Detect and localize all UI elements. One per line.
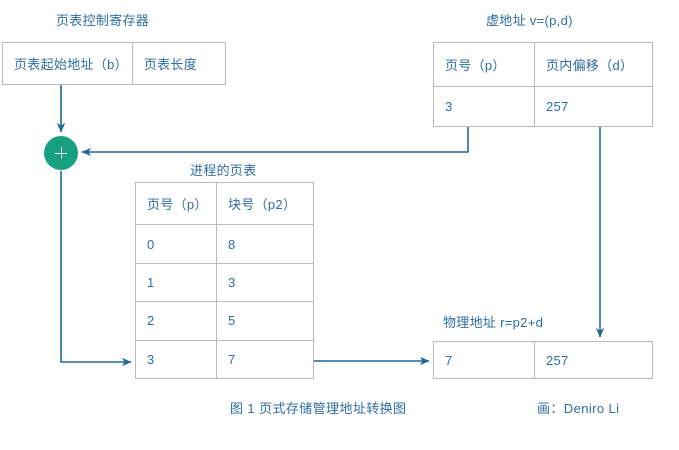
page-table-cell-p2-2: 5 (216, 302, 313, 340)
author-credit: 画：Deniro Li (537, 401, 620, 416)
table-row: 0 8 (136, 224, 313, 263)
figure-caption: 图 1 页式存储管理地址转换图 (230, 401, 407, 416)
page-table-cell-p-1: 1 (147, 275, 155, 291)
virtual-address-table: 页号（p） 页内偏移（d） 3 257 (433, 42, 653, 127)
edge-adder-to-pagetable (60, 171, 132, 367)
table-row: 3 257 (434, 86, 652, 126)
page-table-cell-p2-0: 8 (216, 225, 313, 263)
table-header-row: 页号（p） 块号（p2） (136, 183, 313, 225)
page-table-cell-p-2: 2 (147, 313, 155, 329)
page-table-cell-p-3: 3 (147, 351, 155, 367)
table-row: 3 7 (136, 339, 313, 379)
process-page-table-label: 进程的页表 (190, 163, 257, 178)
page-table-control-register-table: 页表起始地址（b） 页表长度 (2, 42, 226, 85)
page-table-cell-p-0: 0 (147, 236, 155, 252)
page-table-cell-p2-1: 3 (216, 263, 313, 302)
virtual-address-header-offset: 页内偏移（d） (534, 43, 652, 86)
virtual-address-value-offset: 257 (534, 87, 652, 126)
virtual-address-header-page-number: 页号（p） (445, 58, 506, 73)
table-row: 页号（p） 页内偏移（d） (434, 43, 652, 86)
register-start-address-cell: 页表起始地址（b） (14, 57, 128, 72)
physical-address-value-offset: 257 (534, 342, 652, 378)
table-row: 7 257 (434, 342, 652, 378)
physical-address-table: 7 257 (433, 341, 653, 379)
virtual-address-label: 虚地址 v=(p,d) (486, 13, 573, 28)
register-length-cell: 页表长度 (131, 43, 225, 84)
table-row: 1 3 (136, 262, 313, 302)
plus-icon-vertical (60, 147, 62, 159)
page-table-header-page-number: 页号（p） (147, 197, 208, 213)
table-row: 页表起始地址（b） 页表长度 (3, 43, 225, 84)
process-page-table: 页号（p） 块号（p2） 0 8 1 3 2 5 3 7 (135, 182, 314, 379)
physical-address-value-block-number: 7 (445, 352, 453, 368)
table-row: 2 5 (136, 301, 313, 340)
edge-pagenum-to-adder (81, 127, 469, 157)
virtual-address-value-page-number: 3 (445, 99, 453, 114)
physical-address-label: 物理地址 r=p2+d (443, 315, 544, 330)
page-table-cell-p2-3: 7 (216, 340, 313, 379)
adder-node (44, 136, 78, 170)
page-table-header-block-number: 块号（p2） (216, 183, 313, 225)
page-table-control-register-label: 页表控制寄存器 (56, 13, 150, 28)
